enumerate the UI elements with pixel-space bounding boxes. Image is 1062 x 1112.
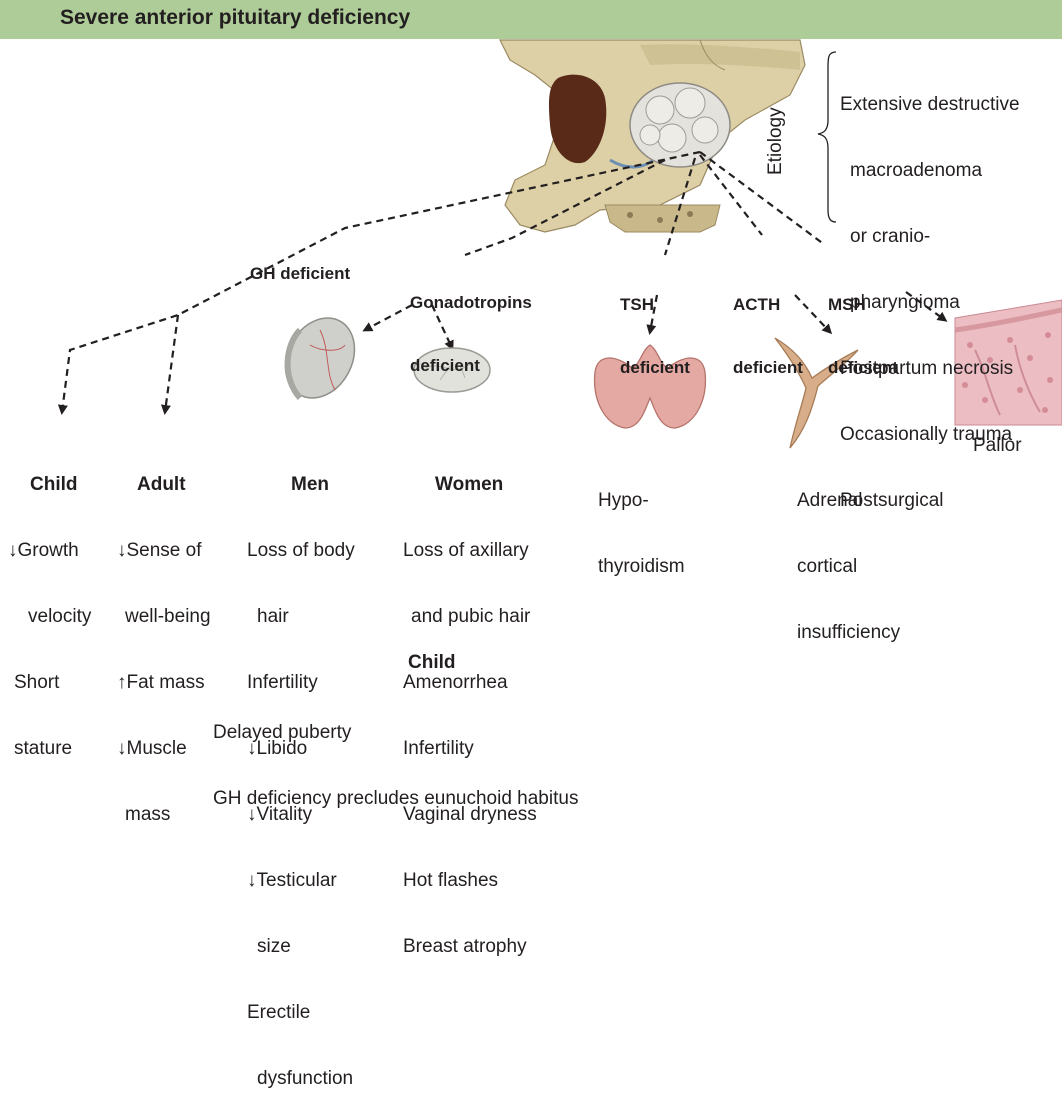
label-line: deficient [733,357,803,378]
adult-line: ↓Muscle [117,738,211,760]
women-heading: Women [403,474,537,496]
label-tsh-deficient: TSH deficient [620,252,690,399]
women-line: Breast atrophy [403,936,537,958]
etiology-item: or cranio- [840,226,1020,248]
men-line: hair [247,606,355,628]
label-line: deficient [620,357,690,378]
label-acth-deficient: ACTH deficient [733,252,803,399]
men-line: dysfunction [247,1068,355,1090]
adult-line: well-being [117,606,211,628]
arrow-msh [700,152,825,245]
etiology-label: Etiology [765,107,787,175]
child-line: stature [8,738,91,760]
adult-block: Adult ↓Sense of well-being ↑Fat mass ↓Mu… [117,430,211,848]
women-line: and pubic hair [403,606,537,628]
child-line: Short [8,672,91,694]
men-line: Erectile [247,1002,355,1024]
hypo-line: thyroidism [598,556,685,578]
child-line: ↓Growth [8,540,91,562]
men-line: Loss of body [247,540,355,562]
adult-line: ↓Sense of [117,540,211,562]
arrow-gh-adult [165,315,178,412]
pallor-label: Pallor [973,435,1022,457]
adrenal-line: Adrenal [797,490,900,512]
testis-illustration [272,306,368,410]
child-gonad-heading: Child [408,652,456,674]
child-heading: Child [8,474,91,496]
etiology-item: Extensive destructive [840,94,1020,116]
label-gonadotropins-deficient: Gonadotropins deficient [410,250,532,397]
label-line: deficient [410,355,532,376]
etiology-brace [818,52,836,222]
label-line: TSH [620,294,690,315]
men-line: size [247,936,355,958]
adrenal-insufficiency-label: Adrenal cortical insufficiency [797,446,900,666]
label-line: ACTH [733,294,803,315]
label-line: Gonadotropins [410,292,532,313]
arrow-men [365,305,412,330]
adult-line: mass [117,804,211,826]
men-heading: Men [247,474,355,496]
adult-heading: Adult [117,474,211,496]
etiology-item: macroadenoma [840,160,1020,182]
hypothyroidism-label: Hypo- thyroidism [598,446,685,600]
label-msh-deficient: MSH deficient [828,252,898,399]
pituitary-anatomy-illustration [500,40,805,232]
label-line: deficient [828,357,898,378]
child-gonad-line: Delayed puberty [213,722,578,744]
women-line: Loss of axillary [403,540,537,562]
label-line: MSH [828,294,898,315]
label-gh-deficient: GH deficient [250,263,350,284]
adrenal-line: cortical [797,556,900,578]
child-gonad-lines: Delayed puberty GH deficiency precludes … [213,678,578,832]
hypo-line: Hypo- [598,490,685,512]
adrenal-line: insufficiency [797,622,900,644]
child-line: velocity [8,606,91,628]
child-gonad-line: GH deficiency precludes eunuchoid habitu… [213,788,578,810]
men-line: ↓Testicular [247,870,355,892]
adult-line: ↑Fat mass [117,672,211,694]
child-gh-block: Child ↓Growth velocity Short stature [8,430,91,782]
women-line: Hot flashes [403,870,537,892]
